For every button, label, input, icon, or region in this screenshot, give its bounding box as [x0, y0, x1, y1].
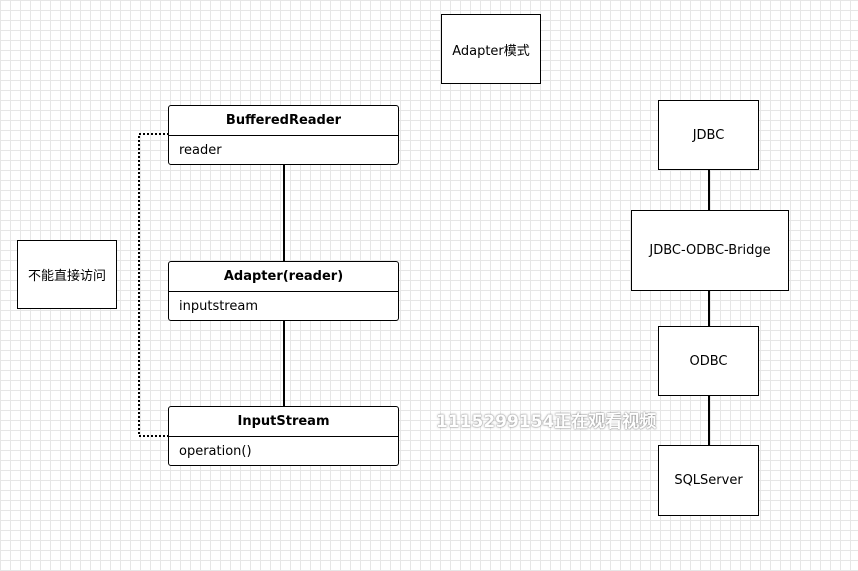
title-label: Adapter模式	[452, 43, 530, 59]
viewer-watermark: 1115299154正在观看视频	[436, 412, 657, 432]
class-adapter-attr: inputstream	[179, 299, 258, 314]
bridge-label: JDBC-ODBC-Bridge	[649, 243, 771, 258]
bridge-box: JDBC-ODBC-Bridge	[631, 210, 789, 291]
class-bufferedreader-name: BufferedReader	[169, 106, 398, 136]
class-adapter-name: Adapter(reader)	[169, 262, 398, 292]
class-inputstream: InputStream operation()	[168, 406, 399, 466]
dotted-no-direct-access-link	[138, 133, 169, 437]
sqlserver-box: SQLServer	[658, 445, 759, 516]
jdbc-box: JDBC	[658, 100, 759, 170]
class-bufferedreader: BufferedReader reader	[168, 105, 399, 165]
jdbc-label: JDBC	[692, 127, 725, 143]
class-inputstream-attr: operation()	[179, 444, 252, 459]
class-adapter: Adapter(reader) inputstream	[168, 261, 399, 321]
title-box: Adapter模式	[441, 14, 541, 84]
class-inputstream-name: InputStream	[169, 407, 398, 437]
odbc-label: ODBC	[689, 353, 728, 369]
odbc-box: ODBC	[658, 326, 759, 396]
class-bufferedreader-attr: reader	[179, 143, 222, 158]
sqlserver-label: SQLServer	[674, 473, 743, 488]
note-box: 不能直接访问	[17, 240, 117, 309]
note-label: 不能直接访问	[27, 269, 106, 284]
